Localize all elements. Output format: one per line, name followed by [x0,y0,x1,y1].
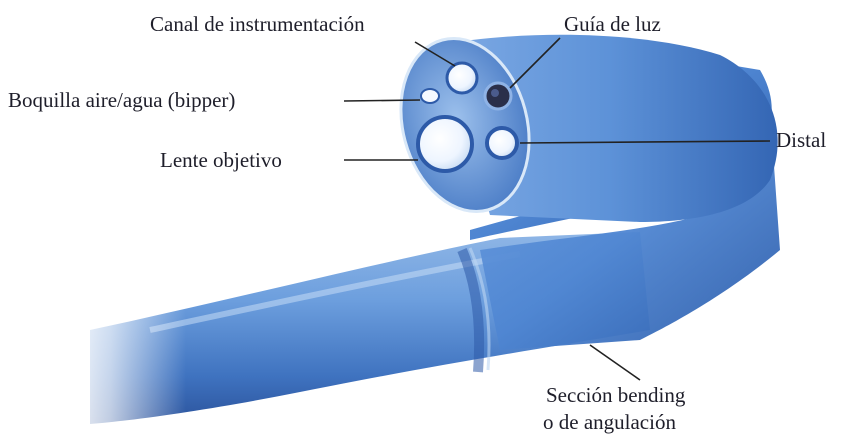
light-guide-2 [487,128,517,158]
label-air-water-nozzle: Boquilla aire/agua (bipper) [8,90,235,111]
label-bending-section-line1: Sección bending [546,385,685,406]
light-guide [485,83,511,109]
air-water-nozzle [421,89,439,103]
label-bending-section: Sección bending o de angulación [546,385,685,433]
instrumentation-channel [447,63,477,93]
label-bending-section-line2: o de angulación [543,412,685,433]
label-distal: Distal [776,130,826,151]
objective-lens [418,117,472,171]
label-instrumentation-channel: Canal de instrumentación [150,14,365,35]
label-light-guide: Guía de luz [564,14,661,35]
label-objective-lens: Lente objetivo [160,150,282,171]
